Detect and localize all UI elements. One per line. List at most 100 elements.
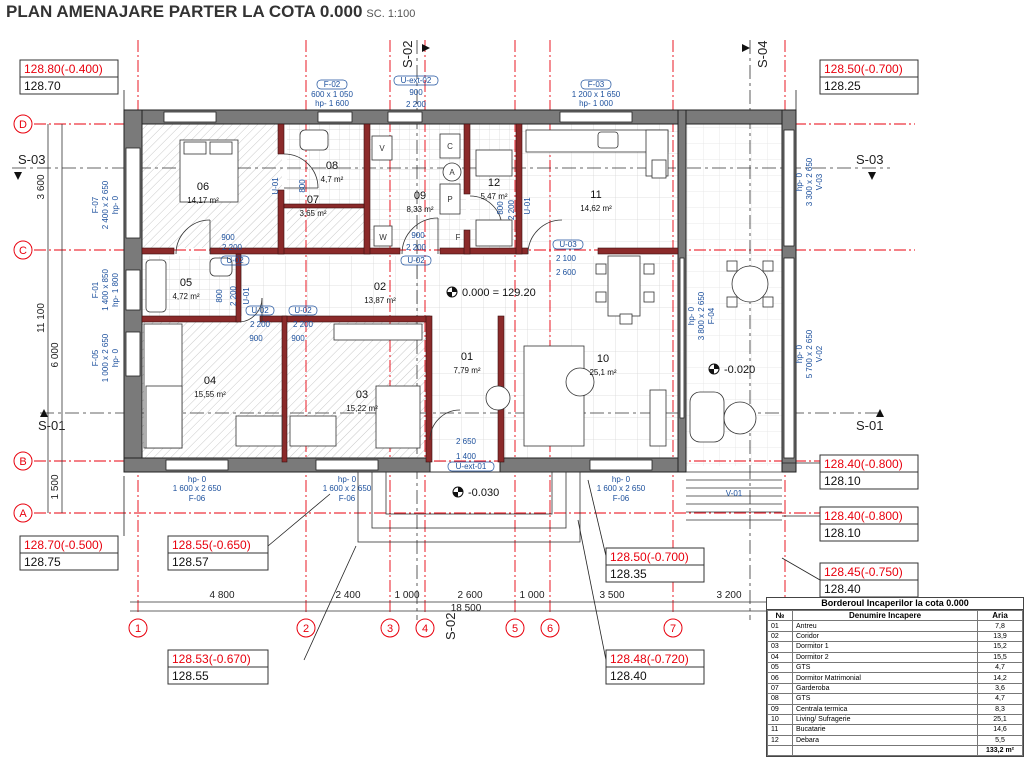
row-area: 4,7 (977, 661, 1023, 674)
grid-bubbles (13, 114, 683, 638)
section-arrow-icon (422, 44, 430, 52)
row-name: Centrala termica (792, 703, 978, 715)
section-label-s01-right: S-01 (856, 418, 883, 433)
f05-hp: hp- 0 (111, 348, 120, 367)
row-area: 5,5 (977, 734, 1023, 747)
side-table (485, 385, 511, 411)
toilet-08 (299, 129, 329, 151)
room-04-no: 04 (204, 375, 216, 387)
room-09-no: 09 (414, 190, 426, 202)
door-u02-w: 900 (221, 233, 235, 242)
row-name: Coridor (792, 630, 978, 643)
uext01-h: 2 650 (456, 437, 477, 446)
desk-04 (235, 415, 283, 447)
room-schedule: Borderoul Incaperilor la cota 0.000 № De… (766, 597, 1024, 758)
level-2-black: 128.25 (824, 79, 861, 93)
f07-size: 2 400 x 2 650 (101, 180, 110, 229)
v03-size: 3 300 x 2 650 (805, 157, 814, 206)
room-01-no: 01 (461, 351, 473, 363)
row-area: 13,9 (977, 630, 1023, 643)
row-name: Dormitor 2 (792, 651, 978, 663)
f06c-hp: hp- 0 (612, 475, 631, 484)
tag-f02: F-02 (324, 80, 341, 89)
f04-size: 3 800 x 2 650 (697, 291, 706, 340)
tag-f01: F-01 (91, 281, 100, 298)
dim-left-total: 11 100 (36, 303, 47, 333)
room-10-area: 25,1 m² (589, 368, 616, 377)
dim-left-1: 3 600 (36, 174, 47, 199)
tag-f06-a: F-06 (189, 494, 206, 503)
tag-u02-a: U-02 (226, 256, 244, 265)
dim-left-2: 6 000 (50, 342, 61, 367)
room-10-no: 10 (597, 353, 609, 365)
room-01-area: 7,79 m² (453, 366, 480, 375)
level-1-black: 128.70 (24, 79, 61, 93)
bathtub (145, 259, 167, 313)
tag-uext02: U-ext-02 (401, 76, 432, 85)
row-no: 11 (767, 724, 793, 736)
level-4-black: 128.10 (824, 526, 861, 540)
dim-bottom-1: 4 800 (209, 590, 234, 601)
unit-p (439, 183, 461, 215)
row-name: GTS (792, 693, 978, 705)
dim-bottom-7: 3 200 (716, 590, 741, 601)
door-u02d-h: 2 200 (293, 320, 314, 329)
room-09-area: 8,33 m² (406, 205, 433, 214)
room-06-area: 14,17 m² (187, 196, 219, 205)
f01-hp: hp- 1 800 (111, 273, 120, 307)
level-1-red: 128.80(-0.400) (24, 62, 103, 76)
row-area: 15,5 (977, 651, 1023, 663)
row-name: Garderoba (792, 682, 978, 695)
f06a-hp: hp- 0 (188, 475, 207, 484)
section-label-s01-left: S-01 (38, 418, 65, 433)
level-5-black: 128.40 (824, 582, 861, 596)
room-12-area: 5,47 m² (480, 192, 507, 201)
tag-f03: F-03 (588, 80, 605, 89)
row-no: 12 (767, 734, 793, 747)
door-u01b-h: 2 200 (229, 285, 238, 306)
elevation-markers (446, 286, 720, 498)
room-02-no: 02 (374, 281, 386, 293)
door-u01b-w: 800 (215, 289, 224, 303)
elevation-entry: -0.030 (468, 487, 499, 499)
terrace-table (731, 265, 769, 303)
room-03-no: 03 (356, 389, 368, 401)
room-05-area: 4,72 m² (172, 292, 199, 301)
title-text: PLAN AMENAJARE PARTER LA COTA 0.000 (6, 2, 363, 21)
desk-03 (289, 415, 337, 447)
dim-bottom-2: 2 400 (335, 590, 360, 601)
door-u01c-h: 2 200 (507, 199, 516, 220)
schedule-col-area: Aria (977, 609, 1023, 622)
row-no: 08 (767, 693, 793, 705)
row-name: Antreu (792, 620, 978, 632)
tag-u03: U-03 (559, 240, 577, 249)
tv-unit (649, 389, 667, 447)
level-8-black: 128.35 (610, 567, 647, 581)
tag-f07: F-07 (91, 196, 100, 213)
grid-label-7: 7 (670, 623, 676, 635)
uext01-w: 1 400 (456, 452, 477, 461)
section-label-s02-top: S-02 (400, 41, 415, 68)
row-area: 14,2 (977, 672, 1023, 684)
level-leaders (123, 90, 821, 661)
section-label-s02-bottom: S-02 (443, 613, 458, 640)
door-u02c-w: 900 (249, 334, 263, 343)
tag-u02-d: U-02 (294, 306, 312, 315)
room-08-no: 08 (326, 160, 338, 172)
f06b-size: 1 600 x 2 650 (323, 484, 372, 493)
tag-u02-b: U-02 (407, 256, 425, 265)
room-11-no: 11 (590, 189, 601, 201)
f03-hp: hp- 1 000 (579, 99, 613, 108)
f07-hp: hp- 0 (111, 195, 120, 214)
row-name: Dormitor 1 (792, 641, 978, 653)
grid-label-c: C (19, 245, 27, 257)
appliance-p-label: P (447, 195, 452, 204)
tag-f05: F-05 (91, 349, 100, 366)
tag-f06-c: F-06 (613, 494, 630, 503)
